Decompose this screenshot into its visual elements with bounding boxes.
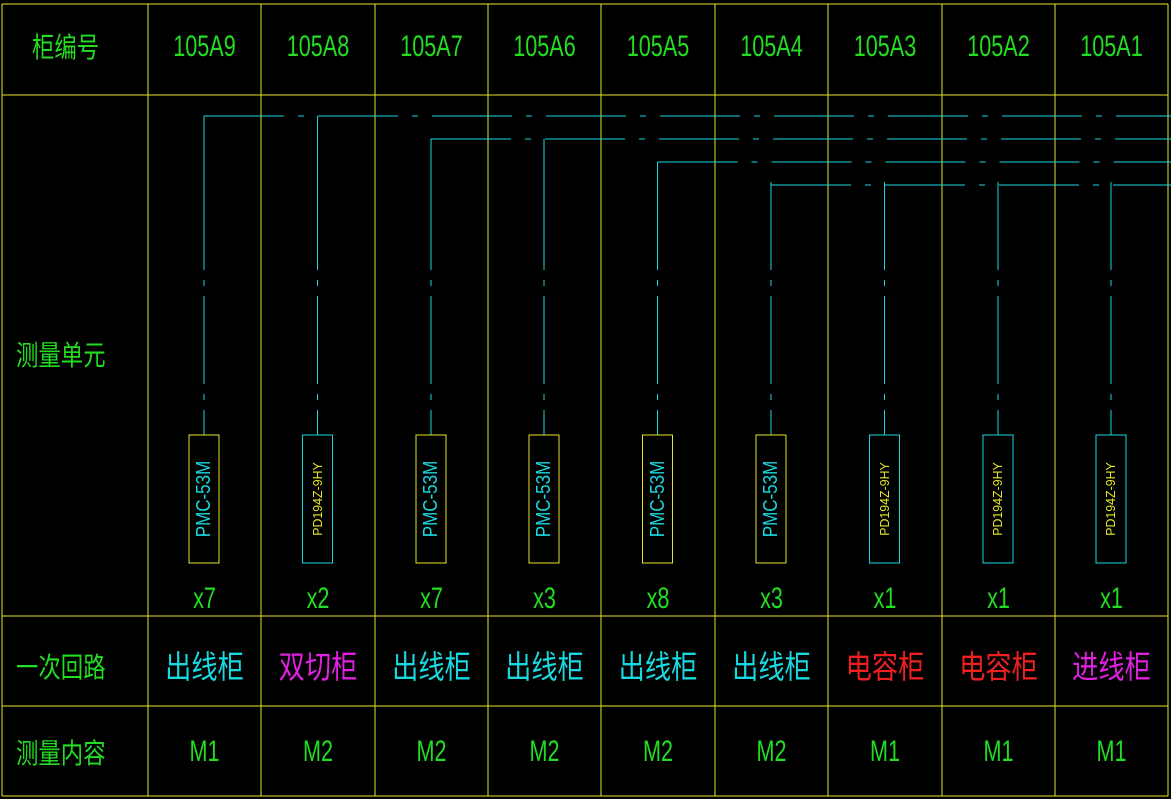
cabinet-id: 105A4 [740,30,803,63]
meter-box [755,434,787,564]
measure-content: M1 [983,735,1014,768]
meter-count: x3 [760,582,783,615]
meter-model-label: PD194Z-9HY [876,462,892,536]
cabinet-id: 105A5 [626,30,690,63]
meter-box [302,434,333,564]
measure-content: M1 [869,735,901,768]
meter-box [1095,434,1127,564]
cabinet-type: 出线柜 [505,648,584,686]
meter-count: x8 [646,582,670,615]
meter-count: x3 [533,582,556,615]
cabinet-type: 出线柜 [732,648,811,686]
cabinet-type: 电容柜 [845,648,925,686]
cabinet-id: 105A6 [513,30,576,63]
cabinet-type: 出线柜 [165,648,244,686]
meter-box [188,434,220,564]
cabinet-id: 105A2 [967,30,1030,63]
measure-content: M2 [416,735,447,768]
meter-model-label: PMC-53M [193,460,215,538]
measure-content: M2 [529,735,560,768]
meter-box [642,434,673,564]
measure-content: M2 [642,735,674,768]
meter-box [528,434,560,564]
meter-model-label: PD194Z-9HY [990,462,1005,536]
row-label-primary-circuit: 一次回路 [16,651,106,684]
row-label-measure-content: 测量内容 [16,737,106,770]
row-label-measure-unit: 测量单元 [16,339,106,372]
meter-model-label: PD194Z-9HY [309,462,325,536]
cabinet-type: 双切柜 [278,648,358,686]
meter-model-label: PD194Z-9HY [1103,462,1118,536]
cabinet-type: 进线柜 [1072,648,1151,686]
cabinet-id: 105A1 [1080,30,1143,63]
cabinet-id: 105A9 [173,30,236,63]
cabinet-id: 105A8 [286,30,350,63]
cabinet-type: 出线柜 [392,648,471,686]
cabinet-type: 出线柜 [618,648,698,686]
meter-count: x1 [987,582,1010,615]
meter-count: x1 [873,582,897,615]
meter-count: x2 [306,582,330,615]
row-label-cabinet-no: 柜编号 [32,31,100,64]
meter-count: x7 [420,582,443,615]
meter-box [415,434,447,564]
meter-box [869,434,900,564]
measure-content: M1 [1096,735,1127,768]
meter-box [982,434,1014,564]
cabinet-id: 105A7 [400,30,463,63]
meter-count: x7 [193,582,216,615]
meter-count: x1 [1100,582,1123,615]
meter-model-label: PMC-53M [646,460,669,538]
measure-content: M2 [756,735,787,768]
cabinet-type: 电容柜 [959,648,1038,686]
meter-model-label: PMC-53M [420,460,442,538]
measure-content: M2 [302,735,334,768]
meter-model-label: PMC-53M [533,460,555,538]
cabinet-id: 105A3 [853,30,917,63]
meter-model-label: PMC-53M [760,460,782,538]
measure-content: M1 [189,735,220,768]
